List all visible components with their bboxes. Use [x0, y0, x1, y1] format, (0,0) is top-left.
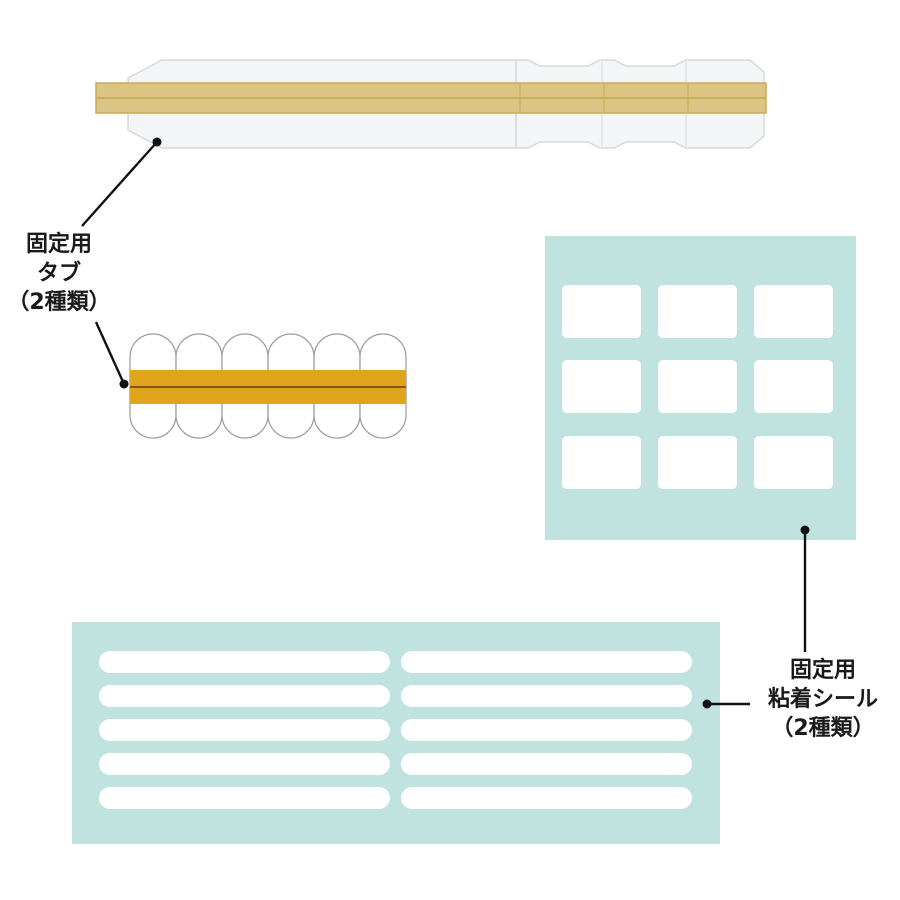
strip-sticker	[401, 685, 692, 707]
strip-sticker	[99, 719, 390, 741]
square-sticker	[562, 360, 641, 413]
adhesive-seal-label: 固定用 粘着シール （2種類）	[748, 656, 898, 743]
long-fixing-tab	[95, 59, 767, 149]
square-sticker	[562, 436, 641, 489]
square-sticker	[658, 285, 737, 338]
leader-lines	[81, 137, 810, 709]
leader-dot-tab-lower	[119, 379, 129, 389]
square-sticker	[658, 360, 737, 413]
strip-sticker	[99, 753, 390, 775]
adhesive-seal-label-line3: （2種類）	[771, 716, 875, 741]
strip-sticker	[99, 685, 390, 707]
adhesive-seal-label-line2: 粘着シール	[767, 687, 878, 712]
strip-sticker	[99, 787, 390, 809]
fixing-tab-label-line1: 固定用	[25, 232, 92, 257]
leader-dot-tab-upper	[152, 137, 162, 147]
scalloped-fixing-tab	[129, 333, 407, 439]
square-sticker	[754, 285, 833, 338]
strip-sticker	[401, 651, 692, 673]
leader-line-tab-upper	[81, 141, 158, 227]
strip-sticker-sheet	[72, 622, 720, 844]
strip-sticker	[401, 787, 692, 809]
leader-dot-seal-left	[702, 699, 712, 709]
adhesive-seal-label-line1: 固定用	[789, 658, 856, 683]
strip-sticker	[401, 753, 692, 775]
square-sticker	[754, 436, 833, 489]
strip-sticker	[99, 651, 390, 673]
square-sticker-sheet	[545, 236, 856, 540]
square-sticker	[562, 285, 641, 338]
square-sticker	[658, 436, 737, 489]
leader-dot-seal-upper	[800, 525, 810, 535]
strip-sticker	[401, 719, 692, 741]
square-sticker	[754, 360, 833, 413]
fixing-tab-label: 固定用 タブ （2種類）	[4, 230, 114, 317]
fixing-tab-label-line3: （2種類）	[7, 290, 111, 315]
leader-line-tab-lower	[94, 321, 126, 385]
fixing-tab-label-line2: タブ	[36, 261, 81, 286]
